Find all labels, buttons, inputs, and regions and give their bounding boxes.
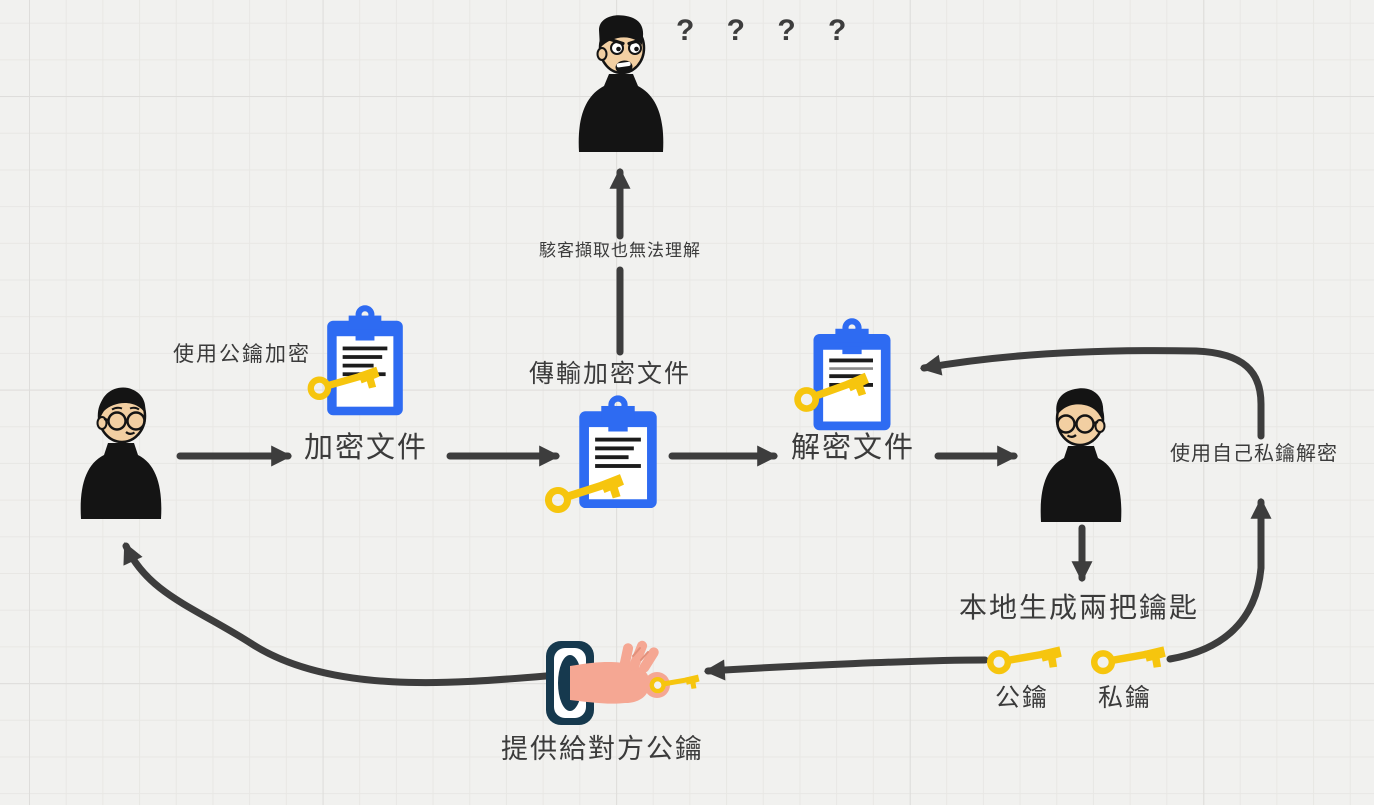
document-lines — [595, 437, 641, 468]
receiver-body — [1040, 446, 1122, 522]
decrypt-note-label[interactable]: 使用自己私鑰解密 — [1170, 443, 1338, 465]
provide-label[interactable]: 提供給對方公鑰 — [501, 734, 704, 764]
key-icon — [304, 358, 386, 404]
private-key-label[interactable]: 私鑰 — [1098, 684, 1153, 712]
intercept-note-label[interactable]: 駭客擷取也無法理解 — [539, 241, 701, 260]
public-key-label[interactable]: 公鑰 — [995, 684, 1050, 712]
sender-brows — [111, 406, 140, 411]
receiver-figure[interactable] — [1032, 386, 1132, 522]
encrypt-note-label[interactable]: 使用公鑰加密 — [173, 343, 311, 366]
clipboard-clip — [835, 328, 869, 343]
hand-portal-icon[interactable] — [543, 638, 708, 730]
public-key-encrypt-clipboard-icon[interactable] — [322, 305, 408, 417]
hacker-ear — [596, 47, 608, 61]
transmit-label[interactable]: 傳輸加密文件 — [529, 360, 692, 388]
hacker-body — [578, 74, 664, 152]
hacker-open-mouth — [615, 60, 633, 74]
hacker-angry-brow — [607, 37, 625, 46]
hand-finger — [628, 640, 648, 672]
question-marks-label: ? ? ? ? — [676, 14, 856, 47]
sender-smile — [125, 431, 136, 435]
public-key-icon[interactable] — [986, 638, 1066, 677]
arrow-hand-to-sender[interactable] — [122, 542, 550, 687]
sender-body — [80, 443, 162, 519]
arrow-curve-to-receiver-clipboard[interactable] — [919, 347, 1265, 440]
private-key-icon[interactable] — [1090, 638, 1170, 677]
arrow-publickey-to-hand[interactable] — [703, 656, 989, 681]
hand-finger — [639, 647, 659, 673]
clipboard-clip — [601, 405, 635, 421]
clipboard-clip — [348, 315, 382, 330]
encrypt-step-label[interactable]: 加密文件 — [304, 432, 429, 464]
hand-arm — [570, 661, 650, 704]
decrypt-step-label[interactable]: 解密文件 — [791, 432, 916, 464]
sender-hair — [99, 387, 146, 419]
hacker-figure[interactable] — [570, 12, 672, 152]
receiver-smile — [1066, 434, 1077, 438]
arrow-privatekey-up[interactable] — [1166, 497, 1272, 663]
hacker-angry-brow — [627, 37, 644, 46]
keygen-label[interactable]: 本地生成兩把鑰匙 — [959, 592, 1200, 623]
receiver-hair — [1056, 388, 1104, 420]
sender-figure[interactable] — [70, 383, 170, 519]
